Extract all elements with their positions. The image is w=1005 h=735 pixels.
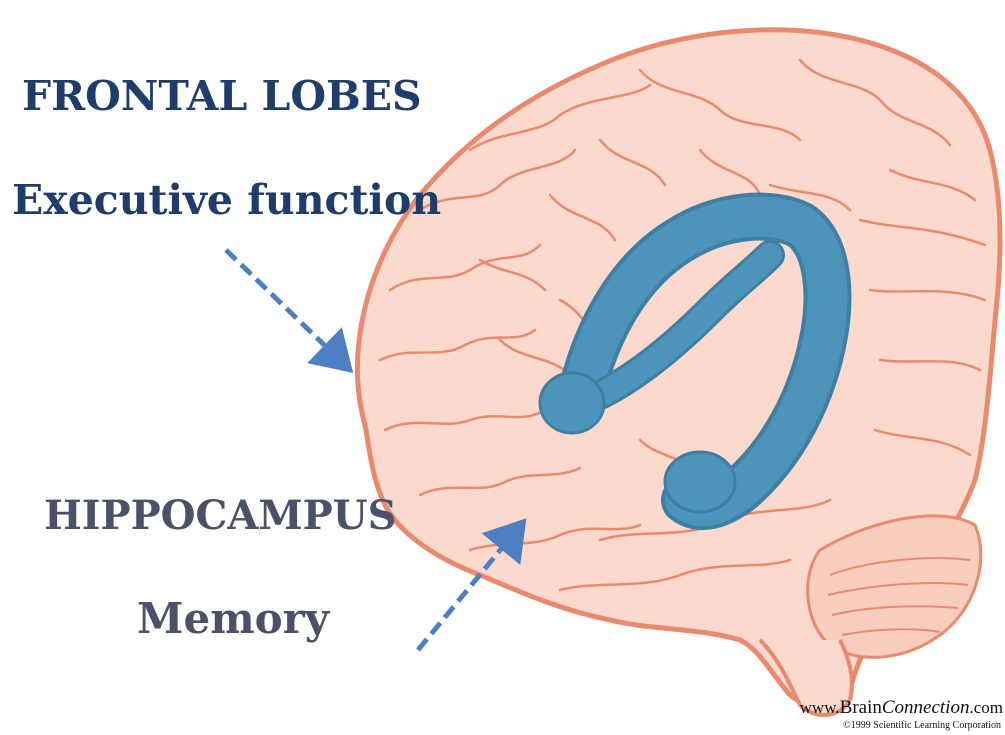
credit-copyright: ©1999 Scientific Learning Corporation xyxy=(843,720,1001,731)
credit-url-prefix: www. xyxy=(800,698,840,717)
hippocampus-head xyxy=(540,373,604,433)
hippocampus-label: HIPPOCAMPUS xyxy=(44,496,397,536)
brain-illustration-icon xyxy=(357,30,1000,715)
credit-url: www.BrainConnection.com xyxy=(800,697,1003,719)
arrow-to-frontal-lobes xyxy=(226,250,346,366)
credit-url-brand: Brain xyxy=(840,697,882,718)
frontal-lobes-label: FRONTAL LOBES xyxy=(22,76,422,117)
hippocampus-tail xyxy=(665,452,735,512)
executive-function-label: Executive function xyxy=(12,180,441,221)
memory-label: Memory xyxy=(137,598,329,640)
credit-url-brand-italic: Connection xyxy=(882,697,970,718)
credit-url-suffix: .com xyxy=(969,698,1003,717)
